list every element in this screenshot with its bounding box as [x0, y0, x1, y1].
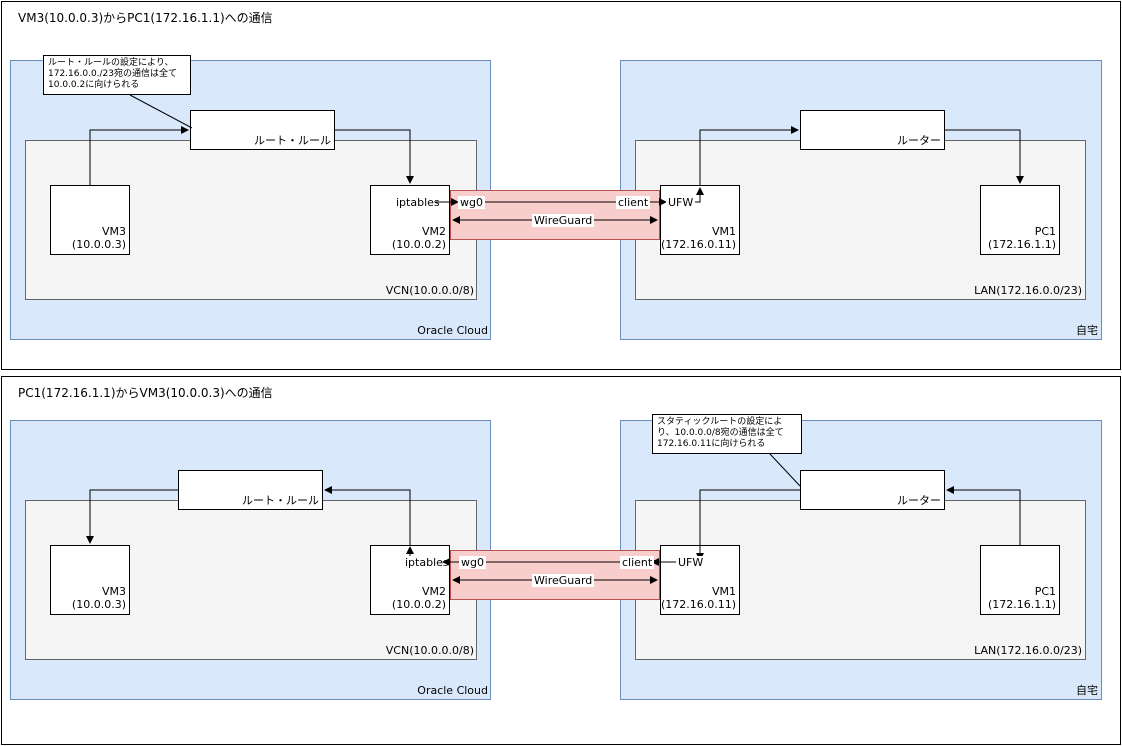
bottom-vm3-name: VM3	[101, 585, 126, 598]
top-wireguard-label: WireGuard	[532, 214, 595, 227]
bottom-route-note: スタティックルートの設定によ り、10.0.0.0/8宛の通信は全て 172.1…	[652, 414, 802, 454]
bottom-note-line-1: スタティックルートの設定によ	[657, 417, 783, 427]
bottom-route-rule-box: ルート・ルール	[178, 470, 323, 510]
bottom-wireguard-label: WireGuard	[532, 574, 595, 587]
bottom-pc1-name: PC1	[1034, 585, 1056, 598]
top-lan-label: LAN(172.16.0.0/23)	[974, 284, 1082, 297]
top-vcn-label: VCN(10.0.0.0/8)	[385, 284, 474, 297]
top-vm2-name: VM2	[421, 225, 446, 238]
bottom-vm2-node: VM2 (10.0.0.2)	[370, 545, 450, 615]
bottom-ufw-label: UFW	[676, 556, 706, 569]
top-iptables-label: iptables	[396, 196, 440, 209]
top-vm2-ip: (10.0.0.2)	[391, 238, 446, 251]
bottom-oracle-cloud-label: Oracle Cloud	[417, 684, 488, 697]
bottom-panel-title: PC1(172.16.1.1)からVM3(10.0.0.3)への通信	[18, 386, 273, 400]
top-vm2-node: VM2 (10.0.0.2)	[370, 185, 450, 255]
bottom-note-line-3: 172.16.0.11に向けられる	[657, 439, 766, 449]
bottom-router-label: ルーター	[897, 494, 941, 507]
top-home-label: 自宅	[1076, 324, 1098, 337]
top-pc1-ip: (172.16.1.1)	[987, 238, 1056, 251]
bottom-iptables-label: iptables	[405, 556, 449, 569]
bottom-vcn-label: VCN(10.0.0.0/8)	[385, 644, 474, 657]
bottom-router-box: ルーター	[800, 470, 945, 510]
top-vm3-name: VM3	[101, 225, 126, 238]
bottom-note-line-2: り、10.0.0.0/8宛の通信は全て	[657, 428, 784, 438]
top-wg0-label: wg0	[458, 196, 485, 209]
top-ufw-label: UFW	[666, 196, 696, 209]
bottom-client-label: client	[620, 556, 655, 569]
bottom-vm2-ip: (10.0.0.2)	[391, 598, 446, 611]
top-vm3-node: VM3 (10.0.0.3)	[50, 185, 130, 255]
top-note-line-1: ルート・ルールの設定により、	[48, 58, 174, 68]
bottom-vm2-name: VM2	[421, 585, 446, 598]
top-router-label: ルーター	[897, 134, 941, 147]
top-vm1-ip: (172.16.0.11)	[660, 238, 736, 251]
bottom-vm3-node: VM3 (10.0.0.3)	[50, 545, 130, 615]
bottom-pc1-ip: (172.16.1.1)	[987, 598, 1056, 611]
top-pc1-name: PC1	[1034, 225, 1056, 238]
bottom-lan-label: LAN(172.16.0.0/23)	[974, 644, 1082, 657]
top-client-label: client	[616, 196, 651, 209]
top-note-line-2: 172.16.0.0./23宛の通信は全て	[48, 69, 178, 79]
top-router-box: ルーター	[800, 110, 945, 150]
bottom-vm1-name: VM1	[711, 585, 736, 598]
top-pc1-node: PC1 (172.16.1.1)	[980, 185, 1060, 255]
top-route-rule-box: ルート・ルール	[190, 110, 335, 150]
bottom-vm1-ip: (172.16.0.11)	[660, 598, 736, 611]
top-oracle-cloud-label: Oracle Cloud	[417, 324, 488, 337]
top-panel-title: VM3(10.0.0.3)からPC1(172.16.1.1)への通信	[18, 11, 273, 25]
bottom-vm3-ip: (10.0.0.3)	[71, 598, 126, 611]
top-note-line-3: 10.0.0.2に向けられる	[48, 80, 140, 90]
top-route-note: ルート・ルールの設定により、 172.16.0.0./23宛の通信は全て 10.…	[43, 55, 191, 95]
bottom-wg0-label: wg0	[459, 556, 486, 569]
bottom-home-label: 自宅	[1076, 684, 1098, 697]
top-vm1-name: VM1	[711, 225, 736, 238]
top-route-rule-label: ルート・ルール	[254, 134, 331, 147]
bottom-pc1-node: PC1 (172.16.1.1)	[980, 545, 1060, 615]
top-vm3-ip: (10.0.0.3)	[71, 238, 126, 251]
bottom-route-rule-label: ルート・ルール	[242, 494, 319, 507]
